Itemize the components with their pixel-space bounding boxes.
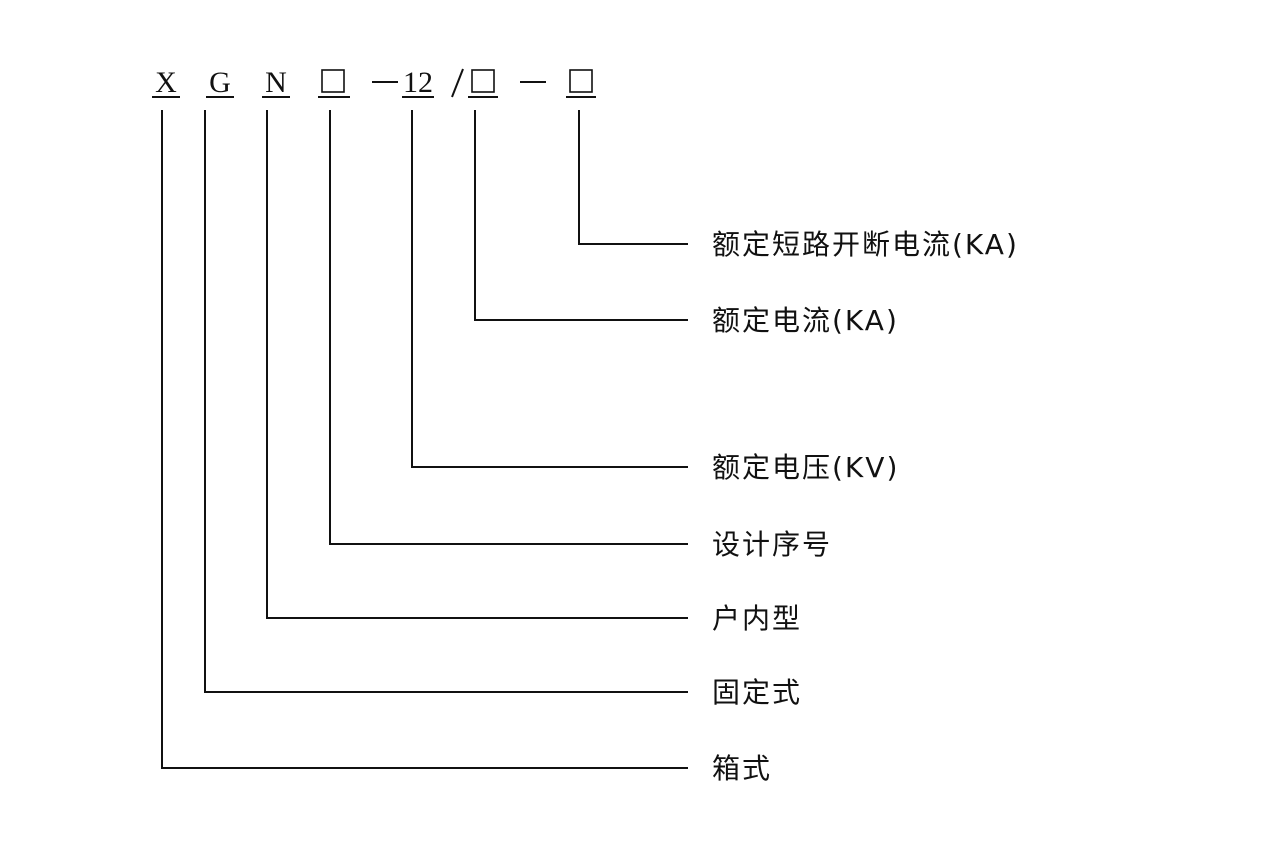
leader-indoor	[266, 110, 688, 619]
leader-box-type	[161, 110, 688, 769]
code-letter-x: X	[155, 66, 177, 99]
leader-fixed	[204, 110, 688, 693]
leader-design-seq	[329, 110, 688, 545]
leader-lines	[161, 110, 688, 769]
code-letter-n: N	[265, 66, 287, 99]
label-short-circuit: 额定短路开断电流(KA)	[712, 228, 1019, 261]
label-design-seq: 设计序号	[712, 528, 832, 561]
leader-rated-voltage	[411, 110, 688, 468]
model-code: X G N 12	[152, 66, 596, 99]
code-letter-g: G	[209, 66, 231, 99]
leader-short-circuit	[578, 110, 688, 245]
label-rated-voltage: 额定电压(KV)	[712, 451, 899, 484]
label-indoor: 户内型	[712, 602, 802, 635]
leader-rated-current	[474, 110, 688, 321]
labels: 额定短路开断电流(KA) 额定电流(KA) 额定电压(KV) 设计序号 户内型 …	[712, 228, 1019, 785]
code-placeholder-box-1	[321, 69, 345, 93]
label-box-type: 箱式	[712, 752, 772, 785]
code-slash	[451, 68, 464, 98]
label-rated-current: 额定电流(KA)	[712, 304, 899, 337]
code-placeholder-box-2	[471, 69, 495, 93]
code-voltage: 12	[403, 66, 433, 99]
code-placeholder-box-3	[569, 69, 593, 93]
label-fixed: 固定式	[712, 676, 802, 709]
